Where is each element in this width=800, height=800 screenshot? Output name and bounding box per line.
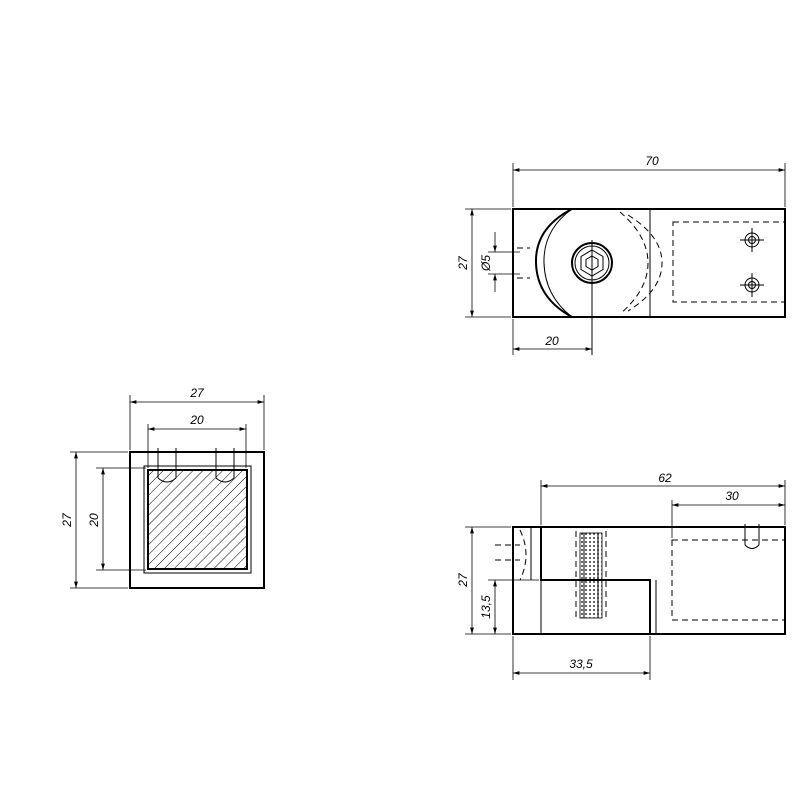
top-dim-hole-diameter: Ø5: [479, 255, 493, 272]
top-outer-body: [512, 208, 786, 318]
top-screw-hole-upper: [740, 228, 764, 252]
side-dim-length: 62: [658, 471, 672, 485]
front-view: 27 20 27 20: [60, 386, 265, 589]
top-dim-height: 27: [456, 255, 470, 271]
front-inner-insert: [147, 469, 248, 570]
side-dim-height: 27: [456, 572, 470, 588]
top-screw-hole-lower: [740, 273, 764, 297]
top-dim-pivot-offset: 20: [544, 334, 559, 348]
side-dim-step-height: 13,5: [479, 595, 493, 619]
front-screw-hole-right: [215, 448, 235, 483]
side-view: 62 30 27 13,5 33,5: [456, 471, 786, 680]
side-dim-slot-length: 30: [725, 489, 739, 503]
top-view: 70 27 Ø5 20: [456, 154, 786, 355]
top-hex-socket-screw: [571, 240, 613, 355]
front-screw-hole-left: [157, 448, 177, 483]
top-hidden-slot: [672, 221, 786, 303]
top-dim-length: 70: [645, 154, 659, 168]
side-outer-body: [512, 526, 786, 635]
front-dim-inner-width: 20: [189, 413, 204, 427]
top-pivot-arc: [534, 208, 573, 318]
front-dim-inner-height: 20: [87, 513, 101, 528]
side-threaded-screw: [575, 531, 607, 620]
side-hidden-slot: [671, 539, 786, 621]
front-dim-height: 27: [60, 512, 74, 528]
front-inner-insert-outline: [143, 465, 252, 574]
side-screw-hole: [744, 524, 760, 549]
front-outer-body: [129, 451, 265, 589]
front-dim-width: 27: [189, 386, 205, 400]
side-dim-step-length: 33,5: [569, 657, 593, 671]
